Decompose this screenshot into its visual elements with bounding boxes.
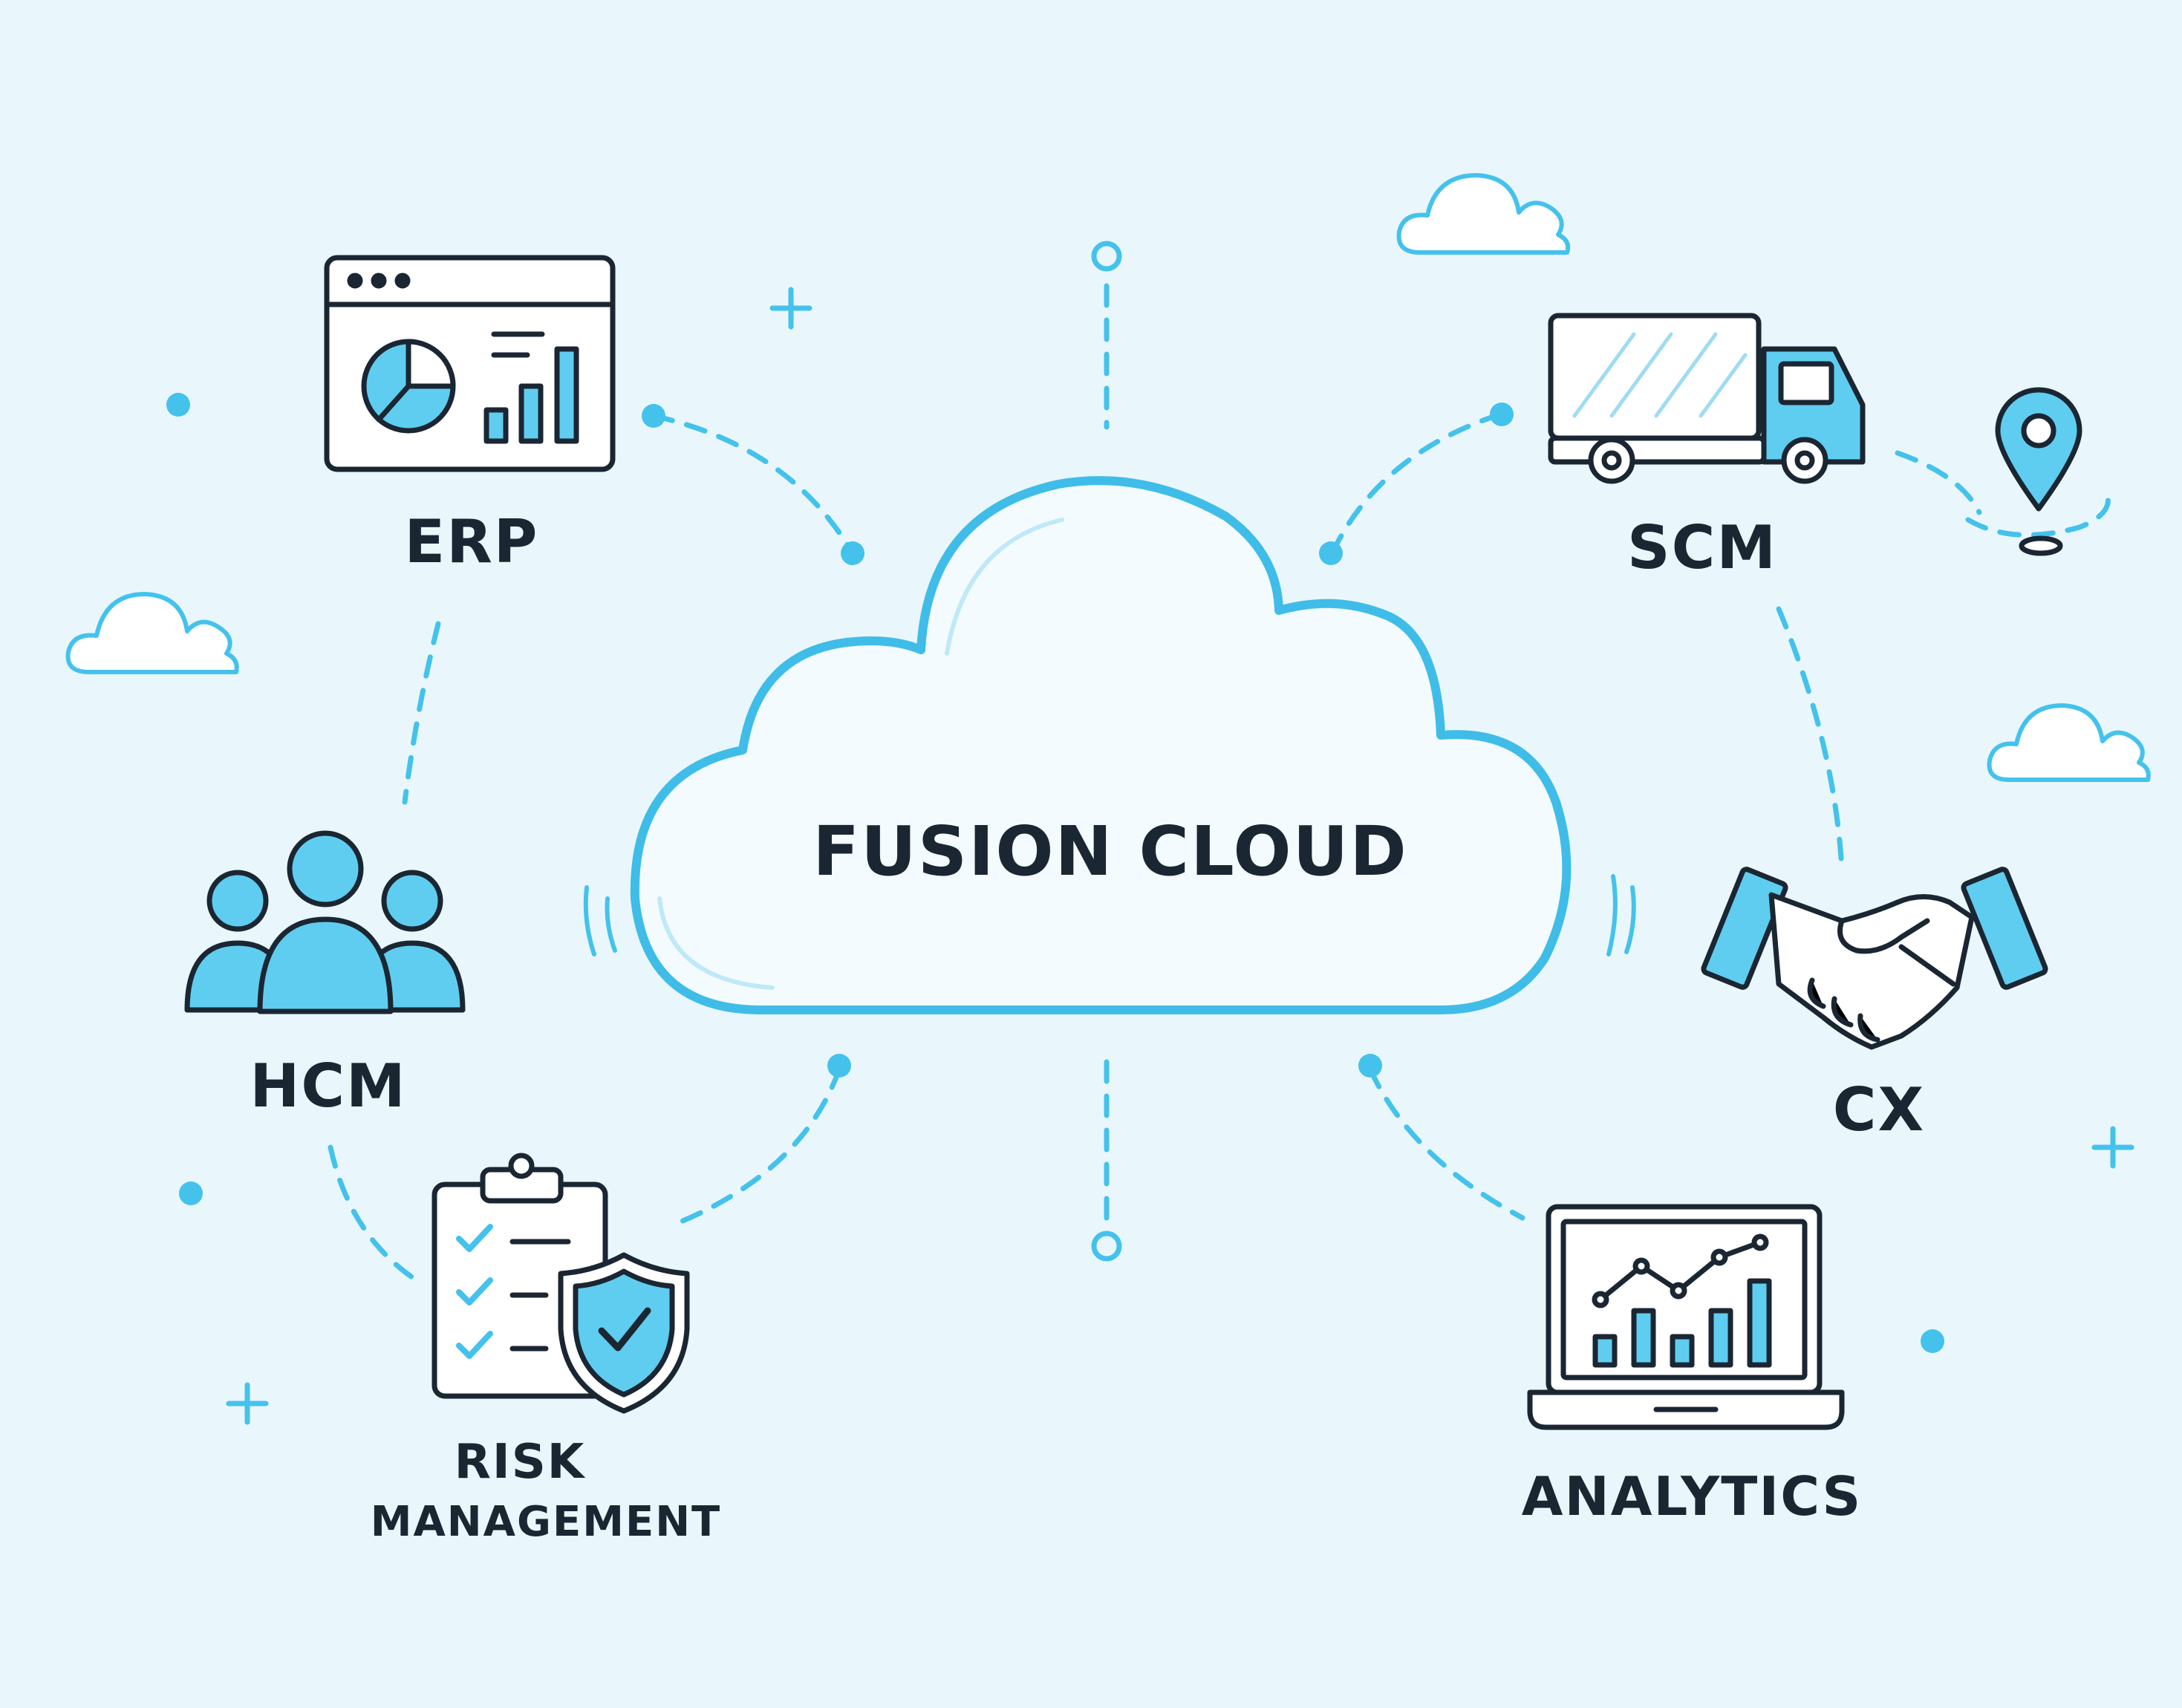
hollow-dot-top (1091, 241, 1122, 272)
sparkle-plus (2091, 1126, 2134, 1169)
cloud-motion-marks (583, 874, 1636, 956)
dot (1921, 1329, 1944, 1353)
decor-clouds (65, 173, 2151, 782)
module-erp: ERP (324, 255, 616, 576)
dot (841, 541, 864, 565)
risk-label-line1: RISK (455, 1435, 586, 1490)
module-analytics: ANALYTICS (1522, 1204, 1862, 1528)
fusion-cloud: FUSION CLOUD (583, 476, 1636, 1014)
connector-hcm-risk (328, 1144, 415, 1280)
risk-label-line2: MANAGEMENT (371, 1498, 722, 1546)
module-cx: CX (1701, 867, 2048, 1144)
dot (1319, 541, 1343, 565)
connector-scm (1330, 411, 1503, 554)
handshake-icon (1701, 867, 2048, 1050)
hollow-dots (1091, 241, 1122, 1262)
dot (166, 393, 190, 417)
dot (1358, 1054, 1382, 1078)
cloud-shape (630, 476, 1572, 1014)
hollow-dot-bottom (1091, 1231, 1122, 1262)
people-group-icon (184, 830, 466, 1014)
cx-label: CX (1833, 1075, 1925, 1144)
connector-risk (669, 1066, 842, 1228)
connectors (328, 283, 2111, 1280)
dot (179, 1181, 203, 1205)
scm-label: SCM (1627, 513, 1777, 582)
laptop-chart-icon (1527, 1204, 1845, 1430)
sparkle-plus (769, 287, 812, 330)
module-scm: SCM (1548, 313, 2082, 582)
dot (827, 1054, 851, 1078)
dot (642, 404, 665, 428)
small-cloud-icon (1396, 173, 1571, 255)
cloud-title: FUSION CLOUD (812, 812, 1407, 891)
clipboard-shield-icon (431, 1153, 690, 1414)
dot (1490, 402, 1514, 426)
small-cloud-icon (1987, 703, 2151, 782)
connector-dots (166, 393, 1944, 1353)
dashboard-window-icon (324, 255, 616, 472)
module-risk: RISK MANAGEMENT (371, 1153, 722, 1546)
sparkle-plus (226, 1382, 269, 1425)
hcm-label: HCM (250, 1052, 406, 1121)
delivery-truck-icon (1548, 313, 1866, 484)
connector-analytics (1367, 1066, 1525, 1221)
module-hcm: HCM (184, 830, 466, 1121)
connector-scm-cx (1776, 606, 1845, 872)
connector-scm-pin (1895, 450, 1982, 515)
erp-label: ERP (405, 507, 539, 576)
connector-pin-tail (1965, 487, 2111, 538)
connector-erp-hcm (402, 621, 441, 805)
analytics-label: ANALYTICS (1522, 1465, 1862, 1528)
small-cloud-icon (65, 592, 239, 674)
connector-erp (651, 413, 853, 553)
sparkles (226, 287, 2134, 1425)
location-pin-icon (1995, 387, 2082, 556)
